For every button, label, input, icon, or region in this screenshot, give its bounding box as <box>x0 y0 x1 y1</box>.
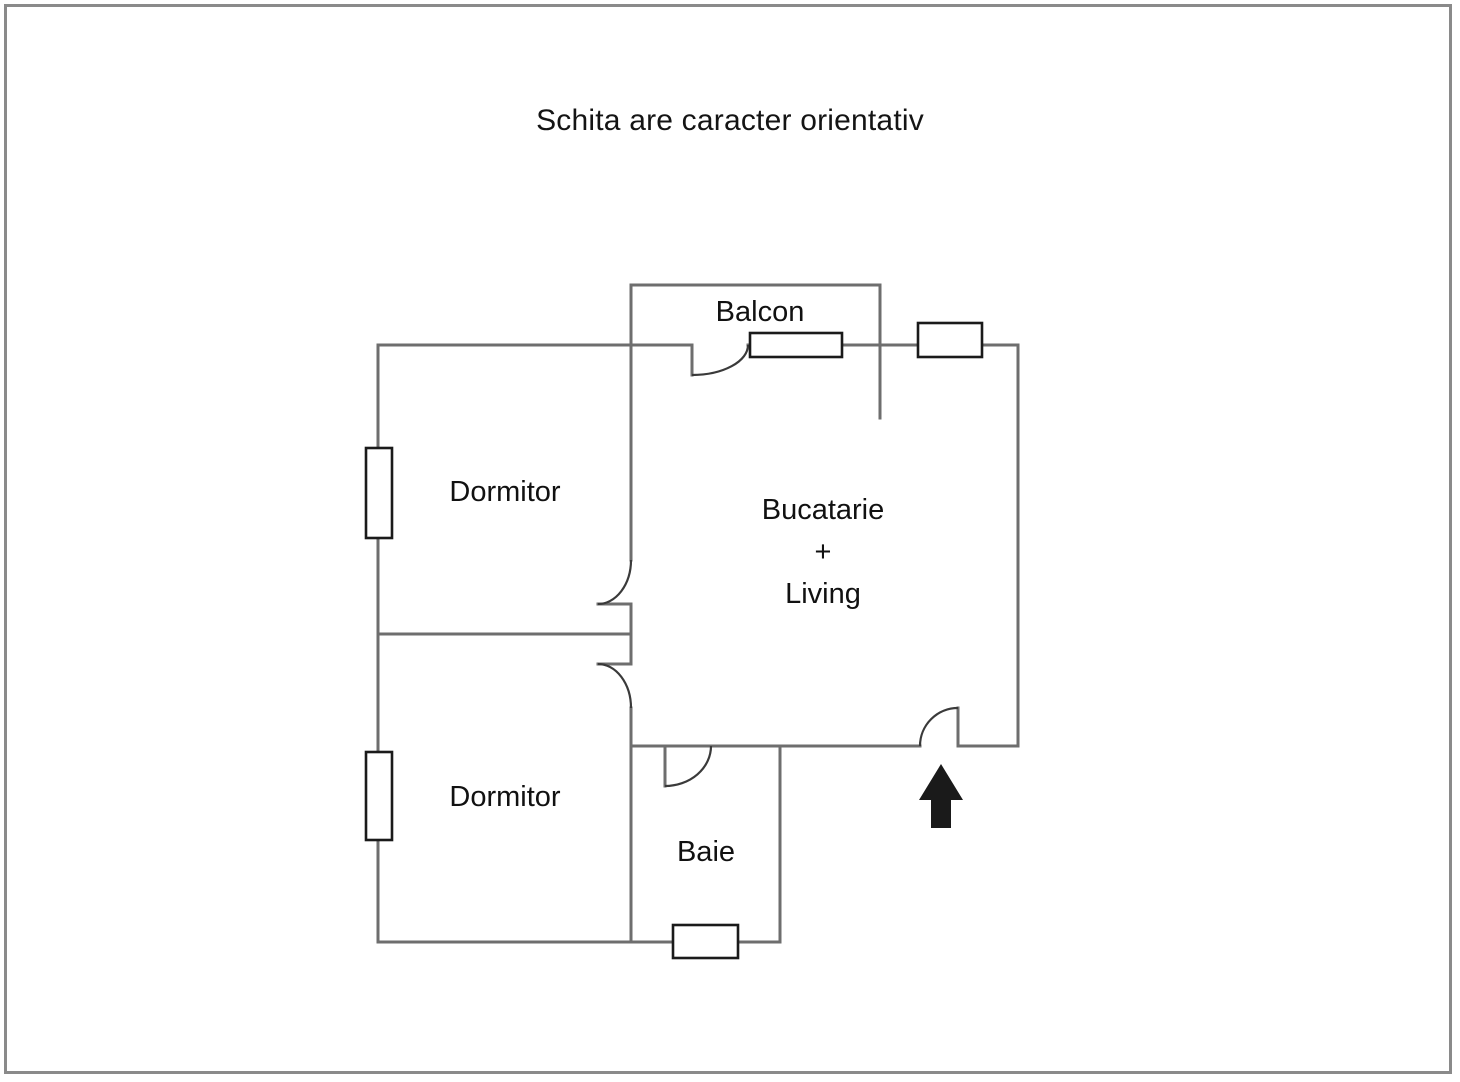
window-balcon <box>748 331 844 359</box>
page-title: Schita are caracter orientativ <box>536 104 924 137</box>
door-entrance-arc <box>918 706 959 747</box>
room-label-dormitor-1: Dormitor <box>449 476 561 508</box>
room-label-living-line-2: + <box>814 536 832 568</box>
door-baie-arc <box>664 745 713 788</box>
door-dormitor-2-arc <box>597 662 633 709</box>
window-living-north <box>916 321 984 359</box>
page-border-frame <box>4 4 1452 1074</box>
window-group <box>364 321 984 960</box>
window-dormitor-1-west <box>364 446 394 540</box>
window-dormitor-2-west <box>364 750 394 842</box>
door-balcon-arc <box>691 344 750 377</box>
room-label-living-line-1: Bucatarie <box>761 494 885 526</box>
door-arc-group <box>597 344 959 788</box>
room-label-balcon: Balcon <box>715 296 805 328</box>
window-baie-south <box>671 923 740 960</box>
room-label-dormitor-2: Dormitor <box>449 781 561 813</box>
door-dormitor-1-arc <box>597 559 633 606</box>
room-label-baie: Baie <box>676 836 736 868</box>
entrance-direction-arrow <box>919 764 963 828</box>
room-label-living-line-3: Living <box>785 578 861 610</box>
room-label-living: Bucatarie + Living <box>700 489 946 615</box>
